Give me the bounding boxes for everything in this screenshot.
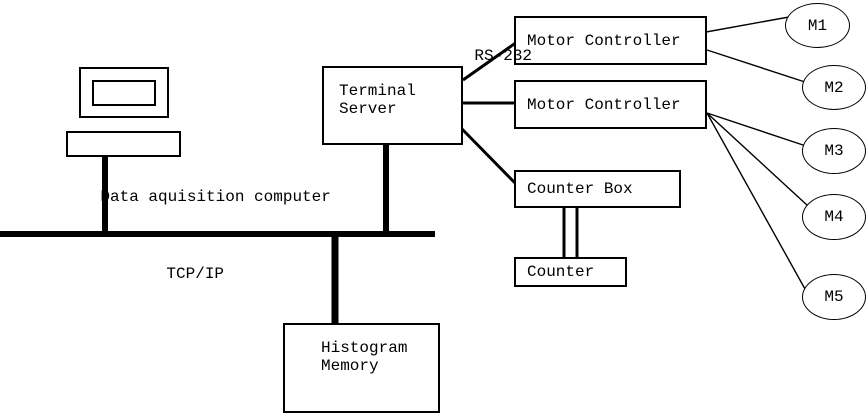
histogram-memory-label: Histogram Memory (321, 339, 407, 375)
motor-controller-1-label: Motor Controller (527, 31, 681, 50)
mc2-to-m4-link (706, 112, 809, 207)
counter-box-label: Counter Box (527, 180, 633, 198)
motor-m4-label: M4 (824, 208, 844, 226)
motor-controller-2-box: Motor Controller (514, 80, 707, 129)
motor-m1-label: M1 (807, 16, 828, 35)
computer-keyboard-icon (66, 131, 181, 157)
terminal-server-label: Terminal Server (339, 82, 416, 118)
motor-m2-label: M2 (824, 78, 844, 97)
rs232-label: RS-232 (436, 29, 532, 83)
motor-m5-label: M5 (824, 288, 844, 306)
ts-to-motor-controller-1-link (462, 40, 518, 82)
tcpip-label-text: TCP/IP (166, 265, 225, 283)
motor-m4: M4 (802, 194, 866, 240)
counter-label: Counter (527, 263, 595, 281)
motor-m5: M5 (802, 274, 866, 320)
terminal-server-label-line2: Server (339, 100, 397, 118)
computer-screen (92, 80, 156, 106)
mc1-to-m1-link (705, 16, 790, 33)
ts-to-counter-box-link (460, 127, 519, 187)
motor-m2: M2 (802, 65, 866, 110)
computer-caption: Data aquisition computer (62, 170, 331, 224)
terminal-server-box: Terminal Server (322, 66, 463, 145)
histogram-memory-box: Histogram Memory (283, 323, 440, 413)
counter: Counter (514, 257, 627, 287)
motor-controller-1-box: Motor Controller (514, 16, 707, 65)
motor-controller-2-label: Motor Controller (527, 95, 681, 114)
motor-m3-label: M3 (824, 142, 844, 160)
tcpip-label: TCP/IP (128, 247, 224, 301)
histogram-memory-label-line2: Memory (321, 357, 379, 375)
motor-m3: M3 (802, 128, 866, 174)
computer-caption-text: Data aquisition computer (100, 188, 331, 206)
mc1-to-m2-link (706, 49, 806, 83)
counter-box: Counter Box (514, 170, 681, 208)
histogram-memory-label-line1: Histogram (321, 339, 408, 357)
mc2-to-m5-link (706, 112, 806, 290)
mc2-to-m3-link (706, 112, 807, 147)
terminal-server-label-line1: Terminal (339, 82, 416, 100)
rs232-label-text: RS-232 (474, 47, 533, 65)
motor-m1: M1 (785, 3, 850, 48)
